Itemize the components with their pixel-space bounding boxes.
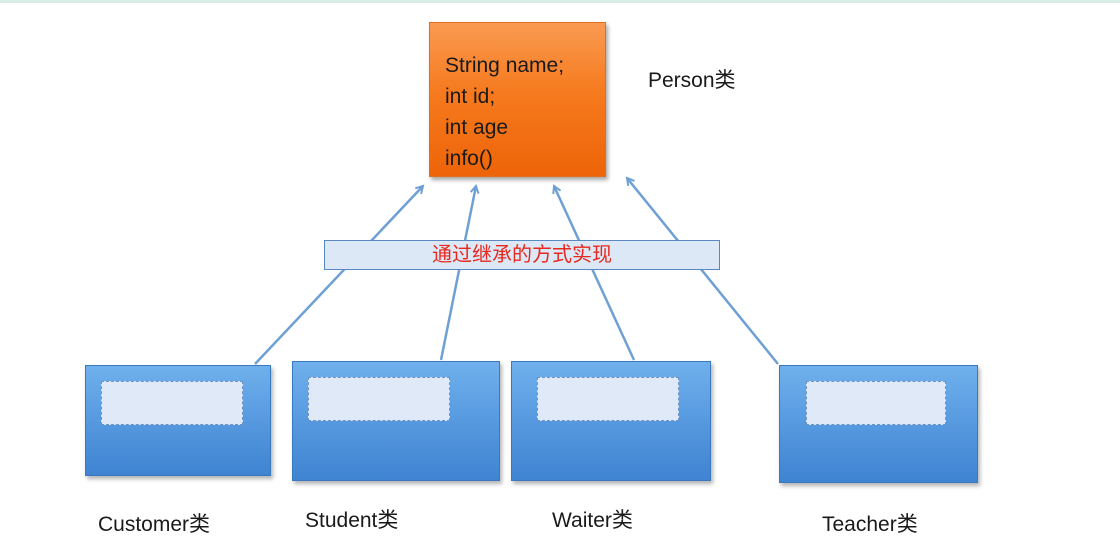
top-border-strip <box>0 0 1120 3</box>
teacher-class-box <box>779 365 978 483</box>
person-method-info: info() <box>445 147 493 170</box>
teacher-inner-box <box>806 381 946 425</box>
person-class-box: String name; int id; int age info() <box>429 22 606 177</box>
waiter-class-label: Waiter类 <box>552 509 633 532</box>
person-class-label: Person类 <box>648 69 736 92</box>
person-field-id: int id; <box>445 85 496 108</box>
student-inner-box <box>308 377 450 421</box>
student-class-label: Student类 <box>305 509 399 532</box>
customer-class-label: Customer类 <box>98 513 211 536</box>
student-class-box <box>292 361 500 481</box>
arrow-customer-to-person <box>254 186 423 365</box>
customer-inner-box <box>101 381 243 425</box>
customer-class-box <box>85 365 271 476</box>
person-field-name: String name; <box>445 54 565 77</box>
arrow-waiter-to-person <box>554 186 636 361</box>
arrow-student-to-person <box>439 186 476 361</box>
waiter-class-box <box>511 361 711 481</box>
waiter-inner-box <box>537 377 679 421</box>
person-field-age: int age <box>445 116 509 139</box>
teacher-class-label: Teacher类 <box>822 513 918 536</box>
inheritance-banner: 通过继承的方式实现 <box>324 240 720 270</box>
arrow-teacher-to-person <box>627 178 779 365</box>
